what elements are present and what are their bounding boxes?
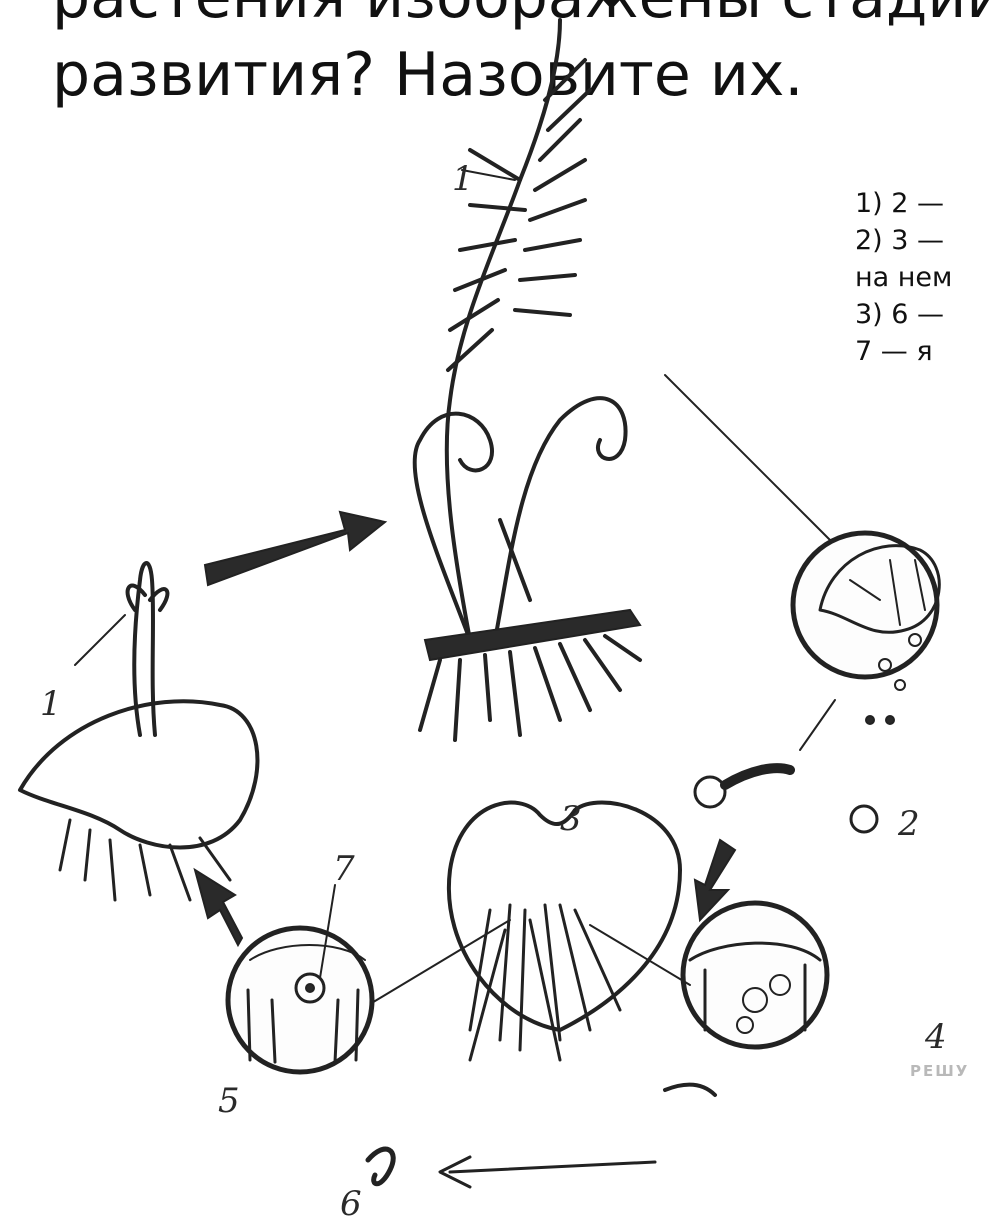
sporangium-circle	[793, 533, 939, 690]
label-egg: 7	[333, 849, 355, 889]
label-prothallus: 3	[560, 799, 582, 839]
answer-line: 2) 3 —	[855, 222, 952, 259]
adult-fern-sporophyte	[415, 20, 830, 740]
answer-line: 1) 2 —	[855, 185, 952, 222]
label-adult-sporophyte: 1	[452, 159, 474, 199]
prothallus	[449, 803, 680, 1061]
answer-line: 3) 6 —	[855, 296, 952, 333]
answer-list: 1) 2 — 2) 3 — на нем 3) 6 — 7 — я	[855, 185, 952, 370]
label-spore: 2	[897, 804, 920, 844]
label-young-sporophyte: 1	[40, 684, 62, 724]
spore	[851, 806, 877, 832]
answer-line: 7 — я	[855, 333, 952, 370]
answer-line: на нем	[855, 259, 952, 296]
germinating-spore	[695, 768, 790, 807]
label-sperm: 6	[340, 1184, 362, 1224]
label-antheridium: 4	[924, 1017, 947, 1057]
young-sporophyte	[20, 563, 257, 900]
label-archegonium: 5	[218, 1081, 240, 1121]
archegonium-circle	[228, 885, 372, 1072]
arrow-to-young-fern	[195, 870, 242, 945]
antheridium-circle	[683, 903, 827, 1047]
watermark: РЕШУ	[910, 1062, 969, 1080]
arrow-to-adult-fern	[205, 512, 385, 585]
sperm-cells	[368, 1085, 715, 1187]
